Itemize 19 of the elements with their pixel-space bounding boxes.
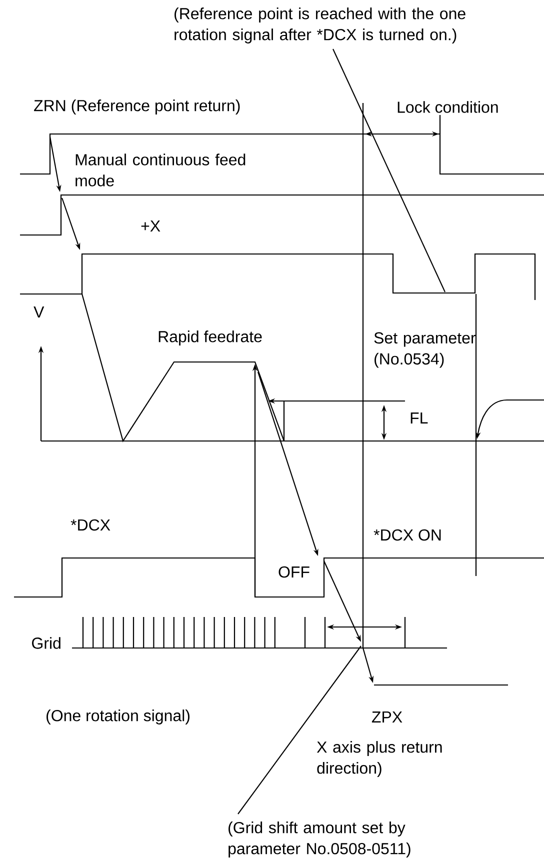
label: OFF — [278, 566, 310, 578]
label: *DCX ON — [374, 529, 441, 541]
label: Manual continuous feed mode — [76, 154, 246, 186]
label: V — [34, 306, 44, 318]
note-text: (Reference point is reached with the one rotation signal after *DCX is turned on.) — [174, 8, 466, 44]
label: *DCX — [70, 519, 110, 531]
leader-line — [332, 48, 446, 292]
label: Lock condition — [398, 101, 498, 113]
label: ZRN (Reference point return) — [34, 100, 240, 114]
label: (One rotation signal) — [46, 710, 190, 724]
label: ZPX — [372, 712, 402, 722]
label: Set parameter (No.0534) — [374, 332, 476, 368]
note-text: (Grid shift amount set by parameter No.0508-0511) — [228, 822, 410, 858]
label: Grid — [32, 637, 60, 649]
label: +X — [141, 220, 160, 232]
leader-line — [238, 646, 362, 814]
label: FL — [410, 412, 428, 424]
label: Rapid feedrate — [158, 330, 262, 346]
label: X axis plus return direction) — [316, 741, 442, 777]
